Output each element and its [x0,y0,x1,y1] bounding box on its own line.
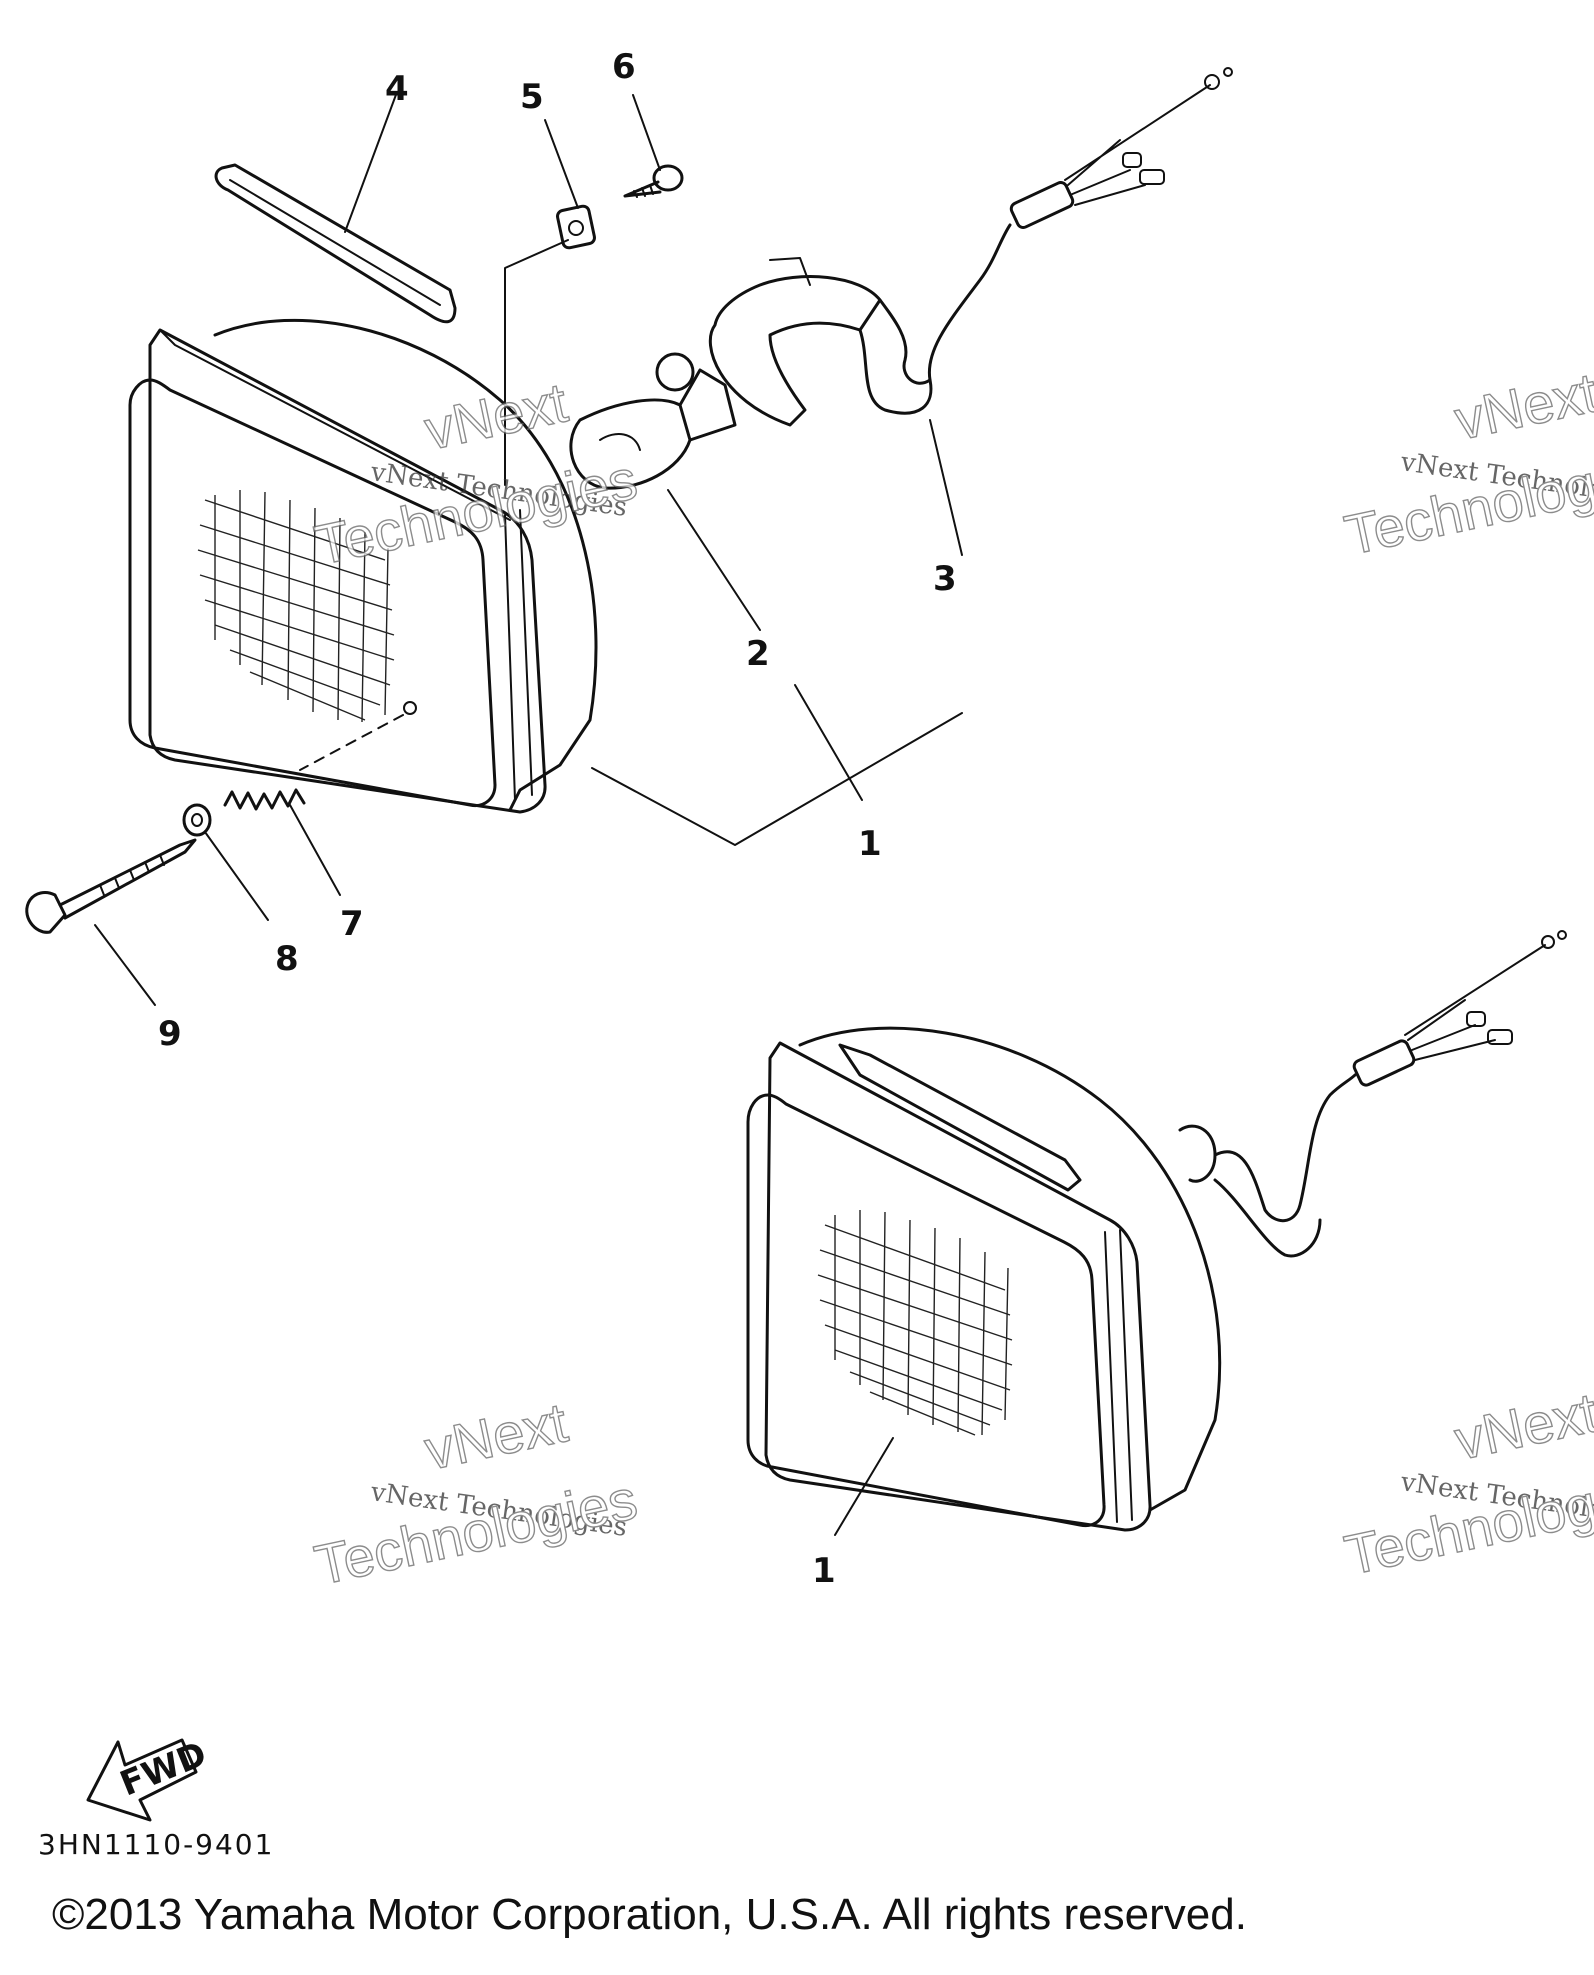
upper-headlight-housing [213,318,598,812]
part-4-trim-strip [214,163,457,324]
upper-headlight-rim [148,328,547,814]
lower-headlight-assembly [746,930,1567,1532]
lower-headlight-rim [764,1041,1152,1532]
upper-headlight-lens [128,378,497,808]
callout-labels: 4 5 6 3 2 1 7 8 9 1 [158,47,957,1591]
callout-1-lower: 1 [812,1551,836,1591]
part-8-washer [182,803,212,837]
callout-8: 8 [275,939,299,979]
part-7-spring [223,788,306,811]
callout-7: 7 [340,904,364,944]
fwd-label: FWD [115,1734,212,1804]
callout-5: 5 [520,77,544,117]
part-5-clip [556,204,596,250]
copyright-notice: ©2013 Yamaha Motor Corporation, U.S.A. A… [52,1890,1247,1939]
watermark-logo: vNext [1449,1380,1594,1471]
fwd-arrow-icon: FWD [86,1734,212,1822]
lower-headlight-lens [746,1093,1106,1528]
watermark-logo: Technologies [309,1467,642,1597]
adjuster-hole [403,701,417,715]
part-3-socket-harness [708,67,1233,427]
lower-lens-grid [817,1210,1013,1436]
diagram-part-code: 3HN1110-9401 [38,1828,275,1861]
callout-6: 6 [612,47,636,87]
watermarks: vNext Technologies vNext Technologies vN… [309,360,1594,1598]
callout-9: 9 [158,1014,182,1054]
upper-lens-grid [197,490,395,723]
part-6-screw [623,164,684,198]
upper-headlight-assembly [128,318,598,814]
callout-1-upper: 1 [858,824,882,864]
watermark-logo: Technologies [309,447,642,577]
connector-sleeve [1009,181,1075,229]
callout-4: 4 [385,69,409,109]
part-9-screw [25,838,197,934]
callout-2: 2 [746,634,770,674]
watermark-logo: vNext [419,1390,573,1481]
watermark-logo: vNext [419,370,573,461]
lower-headlight-housing [798,1026,1222,1512]
leader-lines [94,91,963,1536]
callout-3: 3 [933,559,957,599]
part-2-bulb [569,352,737,490]
lower-connector-sleeve [1352,1039,1416,1087]
watermark-logo: vNext [1449,360,1594,451]
